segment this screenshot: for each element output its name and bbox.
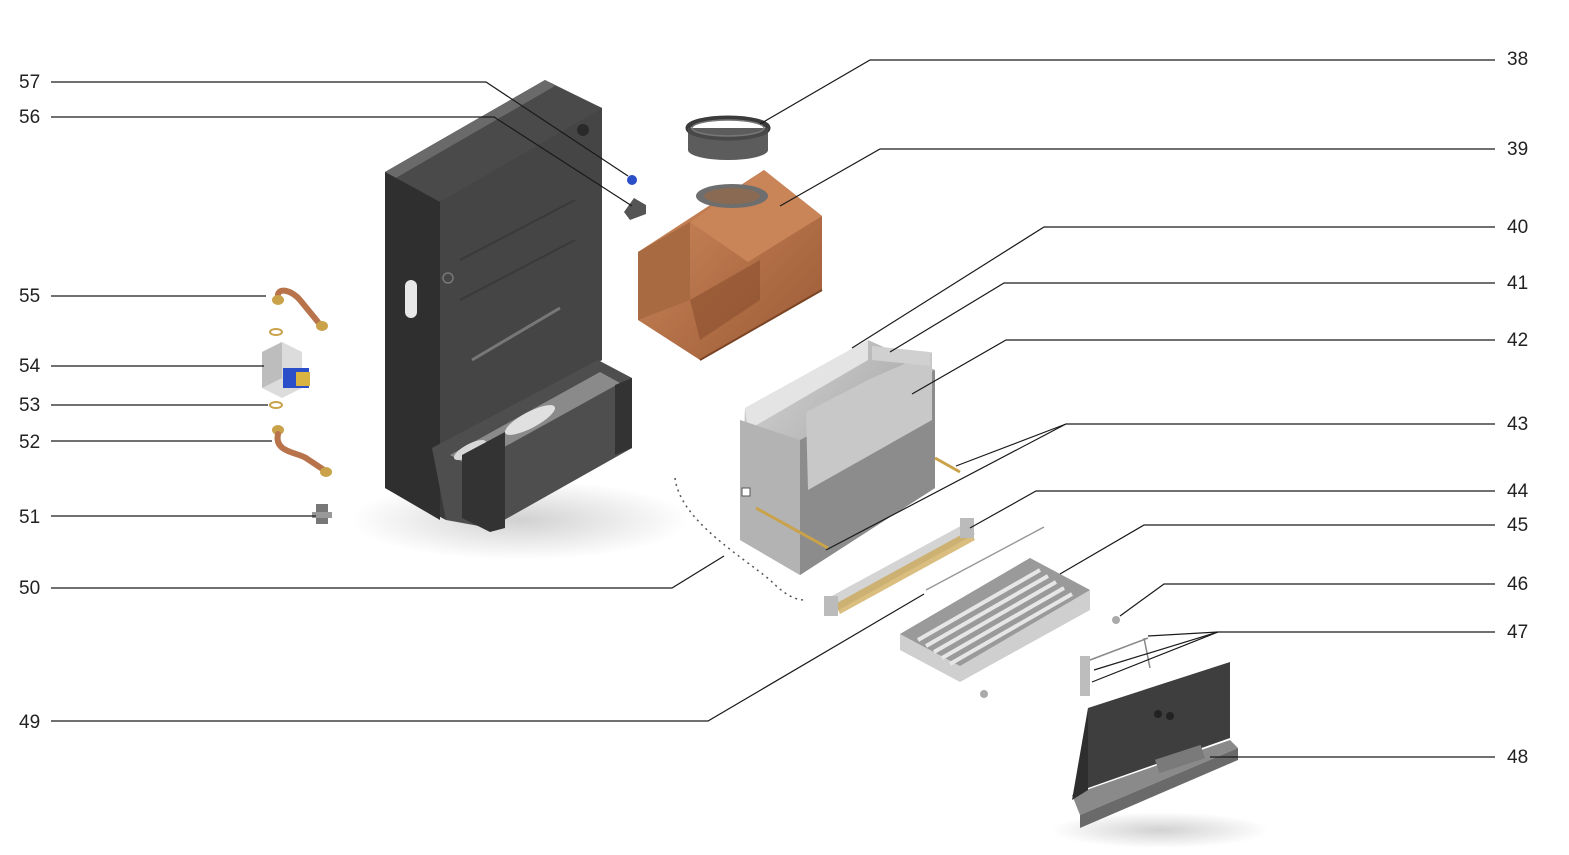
label-42: 42 — [1507, 330, 1529, 351]
part-45-rod — [925, 526, 1045, 591]
leader-47c — [1091, 631, 1219, 683]
leader-50 — [51, 555, 725, 589]
part-46-nut-lower — [980, 690, 988, 698]
part-45-burner — [900, 558, 1090, 682]
leader-46 — [1119, 583, 1495, 617]
leader-57 — [51, 81, 629, 177]
leader-41 — [889, 282, 1495, 353]
label-56: 56 — [19, 107, 41, 128]
part-52-pipe — [272, 425, 332, 477]
part-53-washer-top — [269, 328, 283, 336]
label-48: 48 — [1507, 747, 1529, 768]
label-54: 54 — [19, 356, 41, 377]
leader-39 — [779, 148, 1495, 207]
label-55: 55 — [19, 286, 41, 307]
part-47-electrodes — [1080, 637, 1151, 696]
leader-47b — [1093, 631, 1219, 671]
part-46-nut — [1112, 616, 1120, 624]
part-50-wire — [674, 477, 806, 601]
label-47: 47 — [1507, 622, 1529, 643]
boiler-frame — [385, 80, 632, 532]
leader-47 — [1147, 631, 1495, 637]
part-53-washer — [269, 401, 283, 409]
label-40: 40 — [1507, 217, 1529, 238]
leader-38 — [759, 59, 1495, 125]
label-43: 43 — [1507, 414, 1529, 435]
part-39-flue-hood — [638, 170, 823, 361]
label-38: 38 — [1507, 49, 1529, 70]
label-51: 51 — [19, 507, 41, 528]
part-44-manifold — [824, 518, 975, 616]
label-44: 44 — [1507, 481, 1529, 502]
leader-45 — [1059, 524, 1495, 575]
label-41: 41 — [1507, 273, 1529, 294]
part-56-bracket — [624, 198, 646, 220]
leader-40 — [851, 226, 1495, 349]
part-51-fitting — [312, 504, 332, 524]
part-54-gas-valve — [262, 342, 310, 398]
label-53: 53 — [19, 395, 41, 416]
part-38-ring — [685, 115, 771, 160]
label-52: 52 — [19, 432, 41, 453]
leader-44 — [969, 490, 1495, 529]
label-57: 57 — [19, 72, 41, 93]
leader-lines — [51, 59, 1495, 758]
leader-43b — [955, 423, 1067, 467]
label-45: 45 — [1507, 515, 1529, 536]
leader-42 — [911, 339, 1495, 395]
panel-shadow — [1050, 812, 1270, 848]
label-50: 50 — [19, 578, 41, 599]
part-57-blue-cap — [627, 175, 637, 185]
label-49: 49 — [19, 712, 41, 733]
part-48-front-panel — [1072, 662, 1238, 828]
label-39: 39 — [1507, 139, 1529, 160]
part-55-pipe — [272, 287, 328, 331]
combustion-chamber — [740, 340, 961, 575]
leader-56 — [51, 116, 633, 207]
label-46: 46 — [1507, 574, 1529, 595]
leader-49 — [51, 593, 925, 722]
